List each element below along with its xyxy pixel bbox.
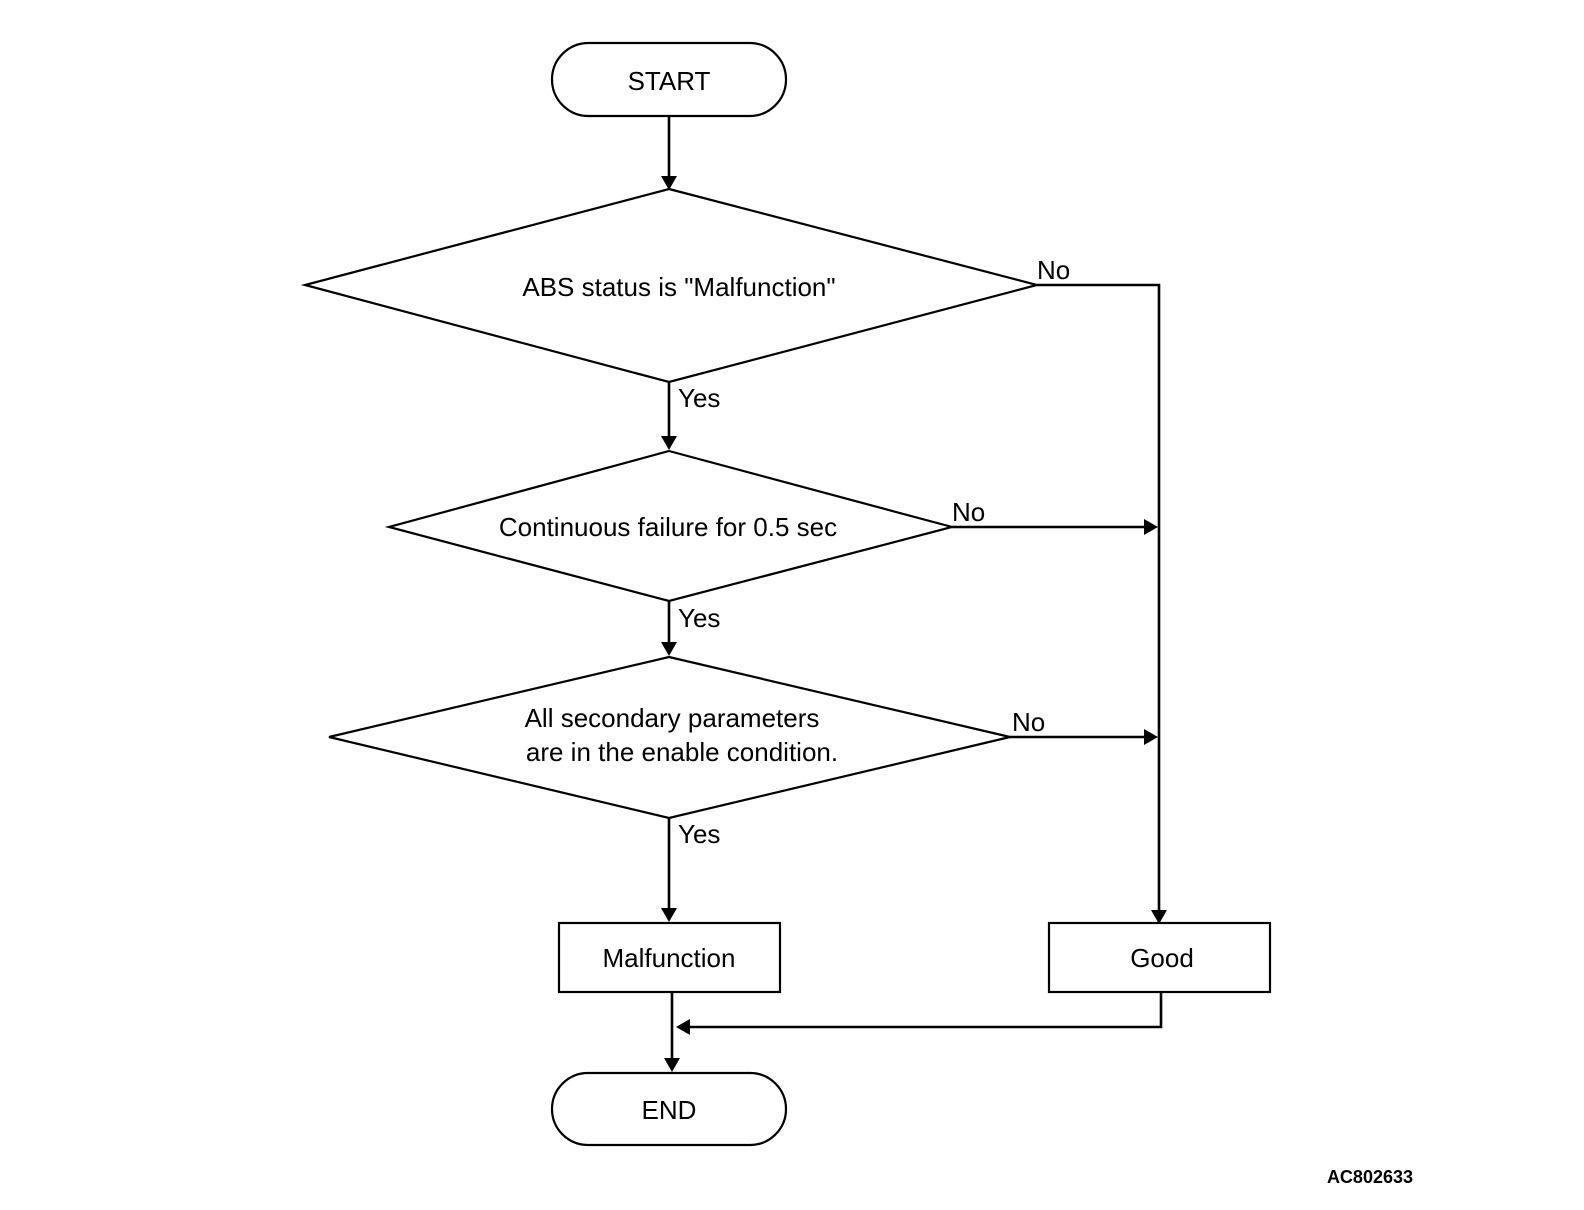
secondary-parameters-yes-label: Yes — [678, 819, 720, 849]
connector-secondary-parameters-yes: Yes — [661, 818, 720, 922]
connector-continuous-failure-no: No — [952, 497, 1158, 535]
malfunction-result-box: Malfunction — [557, 921, 782, 994]
secondary-parameters-decision-label-line2: are in the enable condition. — [526, 737, 838, 767]
abs-status-decision: ABS status is "Malfunction" — [300, 187, 1042, 384]
continuous-failure-decision: Continuous failure for 0.5 sec — [384, 449, 957, 603]
connector-secondary-parameters-no: No — [1010, 707, 1158, 745]
connector-abs-yes: Yes — [661, 382, 720, 450]
continuous-failure-yes-label: Yes — [678, 603, 720, 633]
malfunction-result-label: Malfunction — [603, 943, 736, 973]
secondary-parameters-no-label: No — [1012, 707, 1045, 737]
connector-good-to-merge — [676, 992, 1163, 1035]
abs-status-decision-label: ABS status is "Malfunction" — [522, 272, 835, 302]
continuous-failure-no-label: No — [952, 497, 985, 527]
start-terminal: START — [550, 41, 788, 118]
abs-yes-label: Yes — [678, 383, 720, 413]
connector-start-to-abs-decision — [661, 116, 677, 190]
good-result-box: Good — [1047, 921, 1272, 994]
secondary-parameters-decision-label-line1: All secondary parameters — [525, 703, 820, 733]
continuous-failure-decision-label: Continuous failure for 0.5 sec — [499, 512, 837, 542]
start-label: START — [628, 66, 711, 96]
connector-continuous-failure-yes: Yes — [661, 601, 720, 656]
secondary-parameters-decision: All secondary parameters are in the enab… — [328, 655, 1011, 820]
connector-malfunction-to-end — [664, 992, 680, 1072]
good-result-label: Good — [1130, 943, 1194, 973]
figure-id: AC802633 — [1327, 1167, 1413, 1187]
end-terminal: END — [550, 1071, 788, 1147]
end-label: END — [642, 1095, 697, 1125]
connector-abs-no: No — [1037, 255, 1167, 924]
abs-no-label: No — [1037, 255, 1070, 285]
